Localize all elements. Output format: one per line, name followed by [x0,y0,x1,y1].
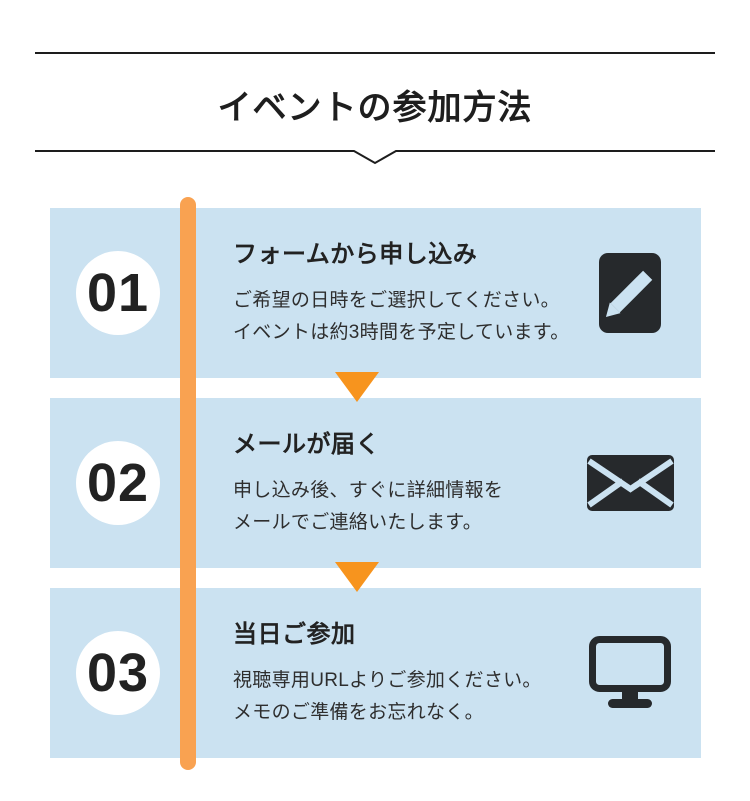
step-number: 02 [86,453,150,513]
step-title: フォームから申し込み [233,241,478,268]
step-card-3: 03 当日ご参加 視聴専用URLよりご参加ください。 メモのご準備をお忘れなく。 [50,588,701,758]
step-number: 01 [86,263,150,323]
top-divider [35,52,715,54]
step-description-line: ご希望の日時をご選択してください。 [233,290,560,311]
step-card-2: 02 メールが届く 申し込み後、すぐに詳細情報を メールでご連絡いたします。 [50,398,701,568]
step-description-line: 視聴専用URLよりご参加ください。 [233,670,542,691]
step-number-badge: 03 [76,631,160,715]
step-number-badge: 02 [76,441,160,525]
step-description-line: 申し込み後、すぐに詳細情報を [233,480,504,501]
arrow-down-icon [335,562,379,592]
step-description-line: メールでご連絡いたします。 [233,512,483,533]
step-title: 当日ご参加 [233,621,356,648]
step-title: メールが届く [233,431,380,458]
step-number: 03 [86,643,150,703]
notch-divider [35,150,715,165]
pencil-icon [599,253,661,333]
step-icon-slot [580,588,680,758]
step-icon-slot [580,208,680,378]
timeline-bar [180,197,196,770]
step-card-1: 01 フォームから申し込み ご希望の日時をご選択してください。 イベントは約3時… [50,208,701,378]
step-description-line: イベントは約3時間を予定しています。 [233,322,570,343]
envelope-icon [586,455,674,511]
step-number-badge: 01 [76,251,160,335]
step-text: 当日ご参加 視聴専用URLよりご参加ください。 メモのご準備をお忘れなく。 [233,614,593,729]
monitor-icon [589,636,671,708]
step-icon-slot [580,398,680,568]
step-description-line: メモのご準備をお忘れなく。 [233,702,484,723]
step-text: メールが届く 申し込み後、すぐに詳細情報を メールでご連絡いたします。 [233,424,593,539]
step-text: フォームから申し込み ご希望の日時をご選択してください。 イベントは約3時間を予… [233,234,593,349]
arrow-down-icon [335,372,379,402]
page-title: イベントの参加方法 [217,89,533,127]
